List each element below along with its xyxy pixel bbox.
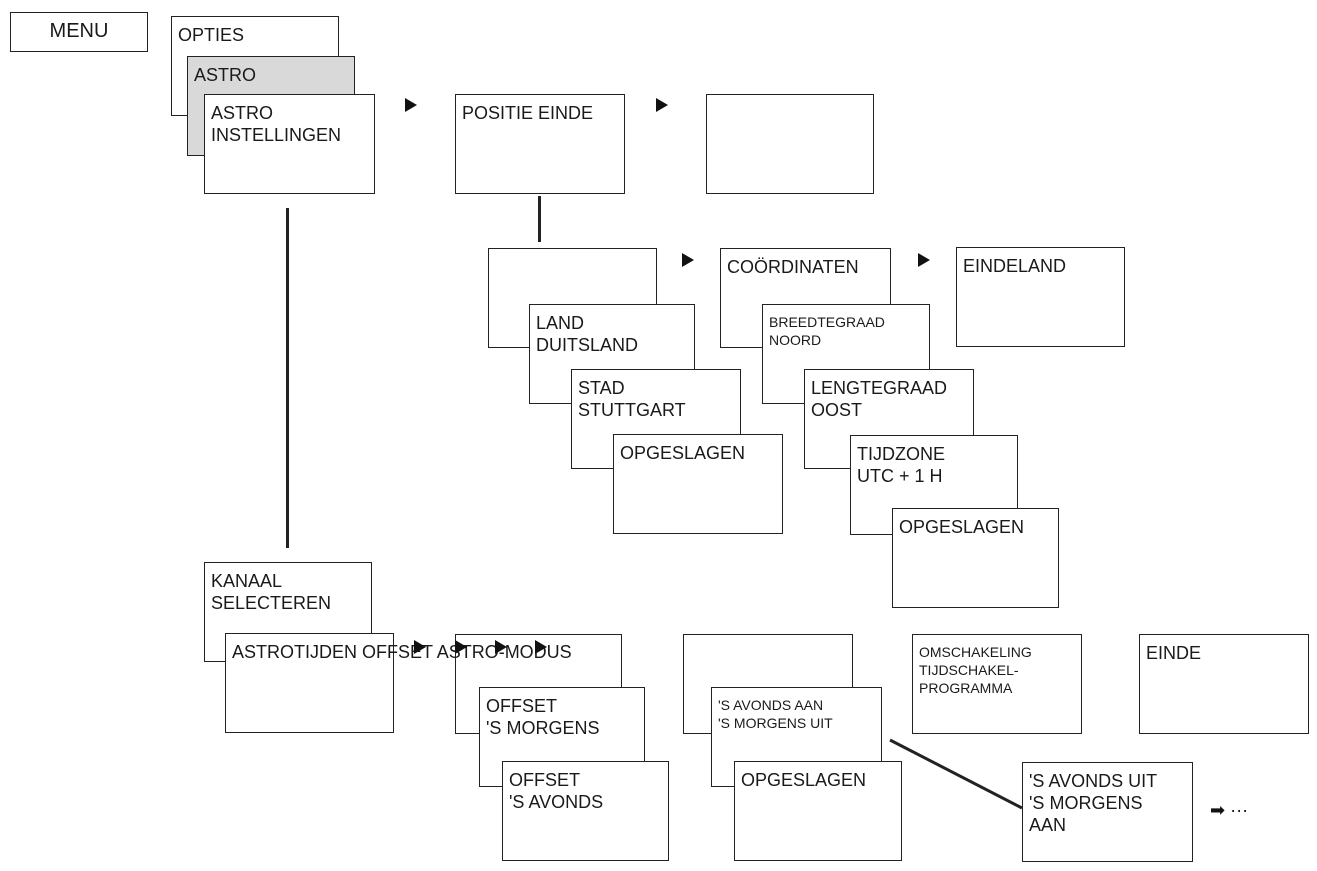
connector-astro-to-kanaal	[286, 208, 289, 548]
offset-avonds-line-2: 'S AVONDS	[509, 791, 604, 812]
opgeslagen-1-box: OPGESLAGEN	[613, 434, 783, 534]
lengtegraad-line-2: OOST	[811, 399, 863, 420]
empty-result-box	[706, 94, 874, 194]
offset-avonds-box: OFFSET 'S AVONDS	[502, 761, 669, 861]
omschakeling-box: OMSCHAKELING TIJDSCHAKEL- PROGRAMMA	[912, 634, 1082, 734]
opgeslagen-2-box: OPGESLAGEN	[892, 508, 1059, 608]
arrow-to-empty-box	[656, 98, 668, 112]
avonds-uit-box: 'S AVONDS UIT 'S MORGENS AAN	[1022, 762, 1193, 862]
astro-label: ASTRO	[194, 65, 257, 85]
land-line-1: LAND	[536, 313, 585, 333]
eindeland-label: EINDELAND	[963, 256, 1067, 276]
omschakeling-line-2: TIJDSCHAKEL-	[919, 662, 1019, 679]
arrow-astrotijden-3	[495, 640, 507, 654]
arrow-astrotijden-2	[455, 640, 467, 654]
menu-label: MENU	[49, 20, 109, 42]
einde-label: EINDE	[1146, 643, 1202, 663]
stad-line-1: STAD	[578, 378, 625, 398]
kanaal-line-2: SELECTEREN	[211, 592, 332, 613]
astro-instellingen-box: ASTRO INSTELLINGEN	[204, 94, 375, 194]
astro-instellingen-line-2: INSTELLINGEN	[211, 124, 342, 145]
eindeland-box: EINDELAND	[956, 247, 1125, 347]
breedtegraad-line-2: NOORD	[769, 332, 822, 349]
menu-box: MENU	[10, 12, 148, 52]
astrotijden-label: ASTROTIJDEN OFFSET ASTRO-MODUS	[232, 642, 572, 662]
opgeslagen-1-label: OPGESLAGEN	[620, 443, 746, 463]
avonds-aan-line-1: 'S AVONDS AAN	[718, 697, 824, 713]
coordinaten-label: COÖRDINATEN	[727, 257, 859, 277]
breedtegraad-line-1: BREEDTEGRAAD	[769, 314, 885, 330]
arrow-astrotijden-1	[414, 640, 426, 654]
opties-label: OPTIES	[178, 25, 245, 45]
avonds-uit-line-1: 'S AVONDS UIT	[1029, 771, 1158, 791]
stad-line-2: STUTTGART	[578, 399, 686, 420]
positie-einde-label: POSITIE EINDE	[462, 103, 594, 123]
continue-arrow-icon: ➡ ···	[1210, 800, 1249, 820]
offset-morgens-line-2: 'S MORGENS	[486, 717, 600, 738]
lengtegraad-line-1: LENGTEGRAAD	[811, 378, 948, 398]
offset-morgens-line-1: OFFSET	[486, 696, 557, 716]
astro-instellingen-line-1: ASTRO	[211, 103, 274, 123]
kanaal-line-1: KANAAL	[211, 571, 283, 591]
omschakeling-line-3: PROGRAMMA	[919, 680, 1013, 697]
arrow-to-eindeland	[918, 253, 930, 267]
omschakeling-line-1: OMSCHAKELING	[919, 644, 1032, 660]
positie-einde-box: POSITIE EINDE	[455, 94, 625, 194]
opgeslagen-3-label: OPGESLAGEN	[741, 770, 867, 790]
tijdzone-line-1: TIJDZONE	[857, 444, 945, 464]
astrotijden-box: ASTROTIJDEN OFFSET ASTRO-MODUS	[225, 633, 572, 733]
land-line-2: DUITSLAND	[536, 334, 639, 355]
opgeslagen-2-label: OPGESLAGEN	[899, 517, 1025, 537]
avonds-aan-line-2: 'S MORGENS UIT	[718, 715, 833, 732]
arrow-to-positie-einde	[405, 98, 417, 112]
einde-box: EINDE	[1139, 634, 1309, 734]
arrow-astrotijden-4	[535, 640, 547, 654]
arrow-to-coordinaten	[682, 253, 694, 267]
connector-positie-to-land	[538, 196, 541, 242]
avonds-uit-line-2: 'S MORGENS	[1029, 792, 1143, 813]
opgeslagen-3-box: OPGESLAGEN	[734, 761, 902, 861]
offset-avonds-line-1: OFFSET	[509, 770, 580, 790]
avonds-uit-line-3: AAN	[1029, 814, 1067, 835]
tijdzone-line-2: UTC + 1 H	[857, 465, 943, 486]
